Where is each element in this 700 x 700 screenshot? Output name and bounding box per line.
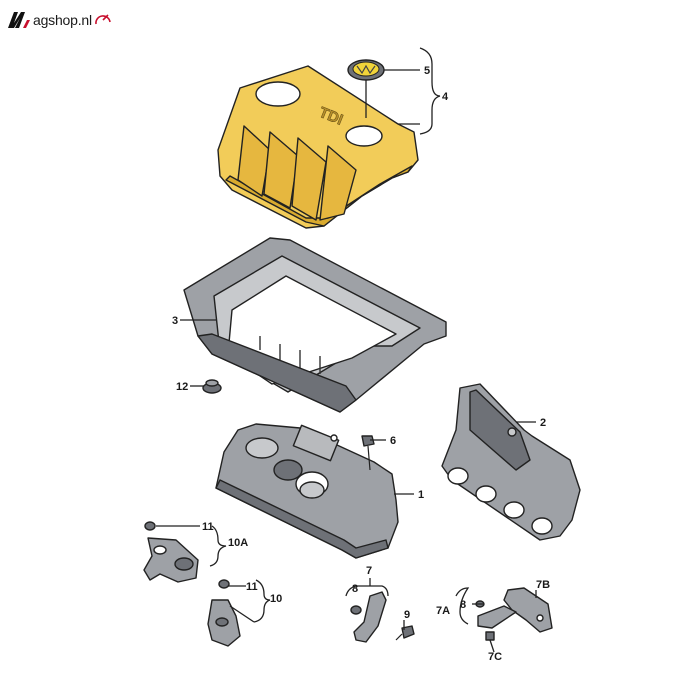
bracket-10[interactable] — [207, 579, 241, 647]
callout-8-left: 8 — [352, 583, 358, 595]
rubber-grommet[interactable] — [202, 379, 222, 394]
callout-8-right: 8 — [460, 599, 466, 611]
engine-cover[interactable]: TDI — [217, 65, 419, 229]
callout-7a: 7A — [436, 605, 450, 617]
insulation-shield[interactable] — [183, 237, 447, 413]
callout-5: 5 — [424, 65, 430, 77]
brand-logo-text: agshop.nl — [33, 12, 92, 28]
emblem-cap[interactable] — [347, 59, 385, 81]
bracket-7b[interactable] — [503, 587, 553, 633]
bracket-10a[interactable] — [143, 521, 199, 583]
callout-4: 4 — [442, 91, 449, 103]
cover-stud[interactable] — [361, 435, 375, 471]
leader-lines — [156, 319, 537, 653]
exhaust-manifold[interactable] — [441, 383, 581, 541]
callout-7c: 7C — [488, 651, 502, 663]
callout-7b: 7B — [536, 579, 550, 591]
callout-labels: 5 4 3 12 2 6 1 11 10A 11 10 7 8 9 8 7A 7… — [172, 65, 550, 663]
bracket-7[interactable] — [350, 591, 415, 643]
brand-swoosh-icon — [95, 14, 111, 25]
callout-1: 1 — [418, 489, 424, 501]
callout-10: 10 — [270, 593, 282, 605]
cylinder-head-cover[interactable] — [215, 423, 399, 559]
callout-10a: 10A — [228, 537, 248, 549]
leader-lines-top — [365, 47, 441, 135]
brand-logo-icon — [8, 12, 30, 28]
callout-2: 2 — [540, 417, 546, 429]
callout-11-lower: 11 — [246, 581, 258, 593]
callout-9: 9 — [404, 609, 410, 621]
callout-7: 7 — [366, 565, 372, 577]
callout-6: 6 — [390, 435, 396, 447]
bolt-7c[interactable] — [485, 631, 495, 641]
callout-12: 12 — [176, 381, 188, 393]
brand-logo[interactable]: agshop.nl — [8, 8, 113, 32]
callout-11-upper: 11 — [202, 521, 214, 533]
callout-3: 3 — [172, 315, 178, 327]
